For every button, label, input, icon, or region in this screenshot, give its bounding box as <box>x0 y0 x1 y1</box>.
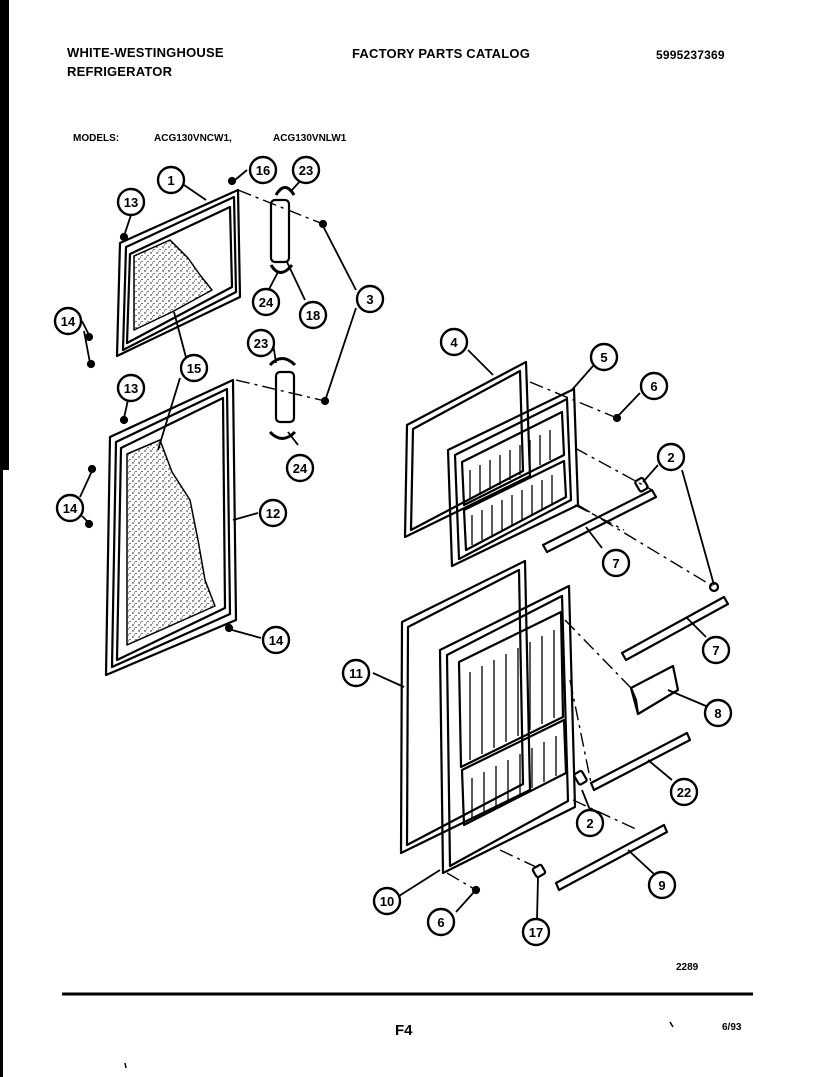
callout-number: 6 <box>650 379 657 394</box>
callout-circle <box>656 442 686 472</box>
callout-circle <box>647 870 677 900</box>
callout-circle <box>589 342 619 372</box>
callout-circle <box>355 284 385 314</box>
callout-circle <box>116 187 146 217</box>
brand-line2: REFRIGERATOR <box>67 64 173 79</box>
callout-circle <box>521 917 551 947</box>
page-label: F4 <box>395 1022 413 1039</box>
callout-number: 6 <box>437 915 444 930</box>
callout-circle <box>156 165 186 195</box>
fresh-food-door-panel <box>104 378 238 677</box>
brand-line1: WHITE-WESTINGHOUSE <box>67 45 224 60</box>
freezer-door-panel <box>115 188 242 358</box>
callout-number: 9 <box>658 878 665 893</box>
callout-circle <box>179 353 209 383</box>
callout-number: 10 <box>380 894 394 909</box>
callout-circle <box>248 155 278 185</box>
fresh-food-door-gasket <box>399 559 532 855</box>
callout-circle <box>439 327 469 357</box>
callout-circle <box>601 548 631 578</box>
callout-circle <box>701 635 731 665</box>
callout-number: 2 <box>586 816 593 831</box>
callout-number: 23 <box>254 336 268 351</box>
callout-circle <box>703 698 733 728</box>
callout-circle <box>55 493 85 523</box>
callout-number: 5 <box>600 350 607 365</box>
callout-number: 13 <box>124 381 138 396</box>
callout-circle <box>669 777 699 807</box>
callout-circle <box>298 300 328 330</box>
model-2: ACG130VNLW1 <box>273 133 347 144</box>
callout-number: 4 <box>450 335 458 350</box>
callout-circle <box>639 371 669 401</box>
callout-number: 14 <box>63 501 78 516</box>
callout-circle <box>258 498 288 528</box>
drawing-number: 2289 <box>676 962 699 973</box>
callout-number: 17 <box>529 925 543 940</box>
callout-circle <box>261 625 291 655</box>
callout-number: 14 <box>61 314 76 329</box>
freezer-door-gasket <box>403 360 532 539</box>
catalog-number: 5995237369 <box>656 48 725 62</box>
callout-circle <box>246 328 276 358</box>
callout-number: 2 <box>667 450 674 465</box>
callout-number: 18 <box>306 308 320 323</box>
callout-number: 22 <box>677 785 691 800</box>
callout-circle <box>372 886 402 916</box>
callout-number: 14 <box>269 633 284 648</box>
callout-circle <box>426 907 456 937</box>
callout-number: 24 <box>259 295 274 310</box>
callout-number: 11 <box>349 666 363 681</box>
catalog-title: FACTORY PARTS CATALOG <box>352 46 531 61</box>
callout-circle <box>285 453 315 483</box>
callout-number: 8 <box>714 706 721 721</box>
callout-circle <box>116 373 146 403</box>
callout-number: 24 <box>293 461 308 476</box>
butter-compartment-door <box>629 664 680 716</box>
callout-number: 3 <box>366 292 373 307</box>
callout-number: 16 <box>256 163 270 178</box>
callout-circle <box>53 306 83 336</box>
shelf-bars <box>541 488 730 892</box>
callout-number: 13 <box>124 195 138 210</box>
model-1: ACG130VNCW1, <box>154 133 232 144</box>
callout-number: 7 <box>712 643 719 658</box>
callout-number: 23 <box>299 163 313 178</box>
callout-number: 12 <box>266 506 280 521</box>
callout-number: 1 <box>167 173 174 188</box>
callout-number: 7 <box>612 556 619 571</box>
hinge-pin-upper <box>269 186 296 274</box>
callout-number: 15 <box>187 361 201 376</box>
footer-date: 6/93 <box>722 1022 742 1033</box>
callout-circle <box>251 287 281 317</box>
callout-circle <box>341 658 371 688</box>
callout-circle <box>575 808 605 838</box>
hinge-pin-lower <box>268 357 297 440</box>
callout-circle <box>291 155 321 185</box>
models-label: MODELS: <box>73 133 120 144</box>
fresh-food-inner-liner <box>438 584 577 875</box>
alignment-lines <box>235 189 715 891</box>
